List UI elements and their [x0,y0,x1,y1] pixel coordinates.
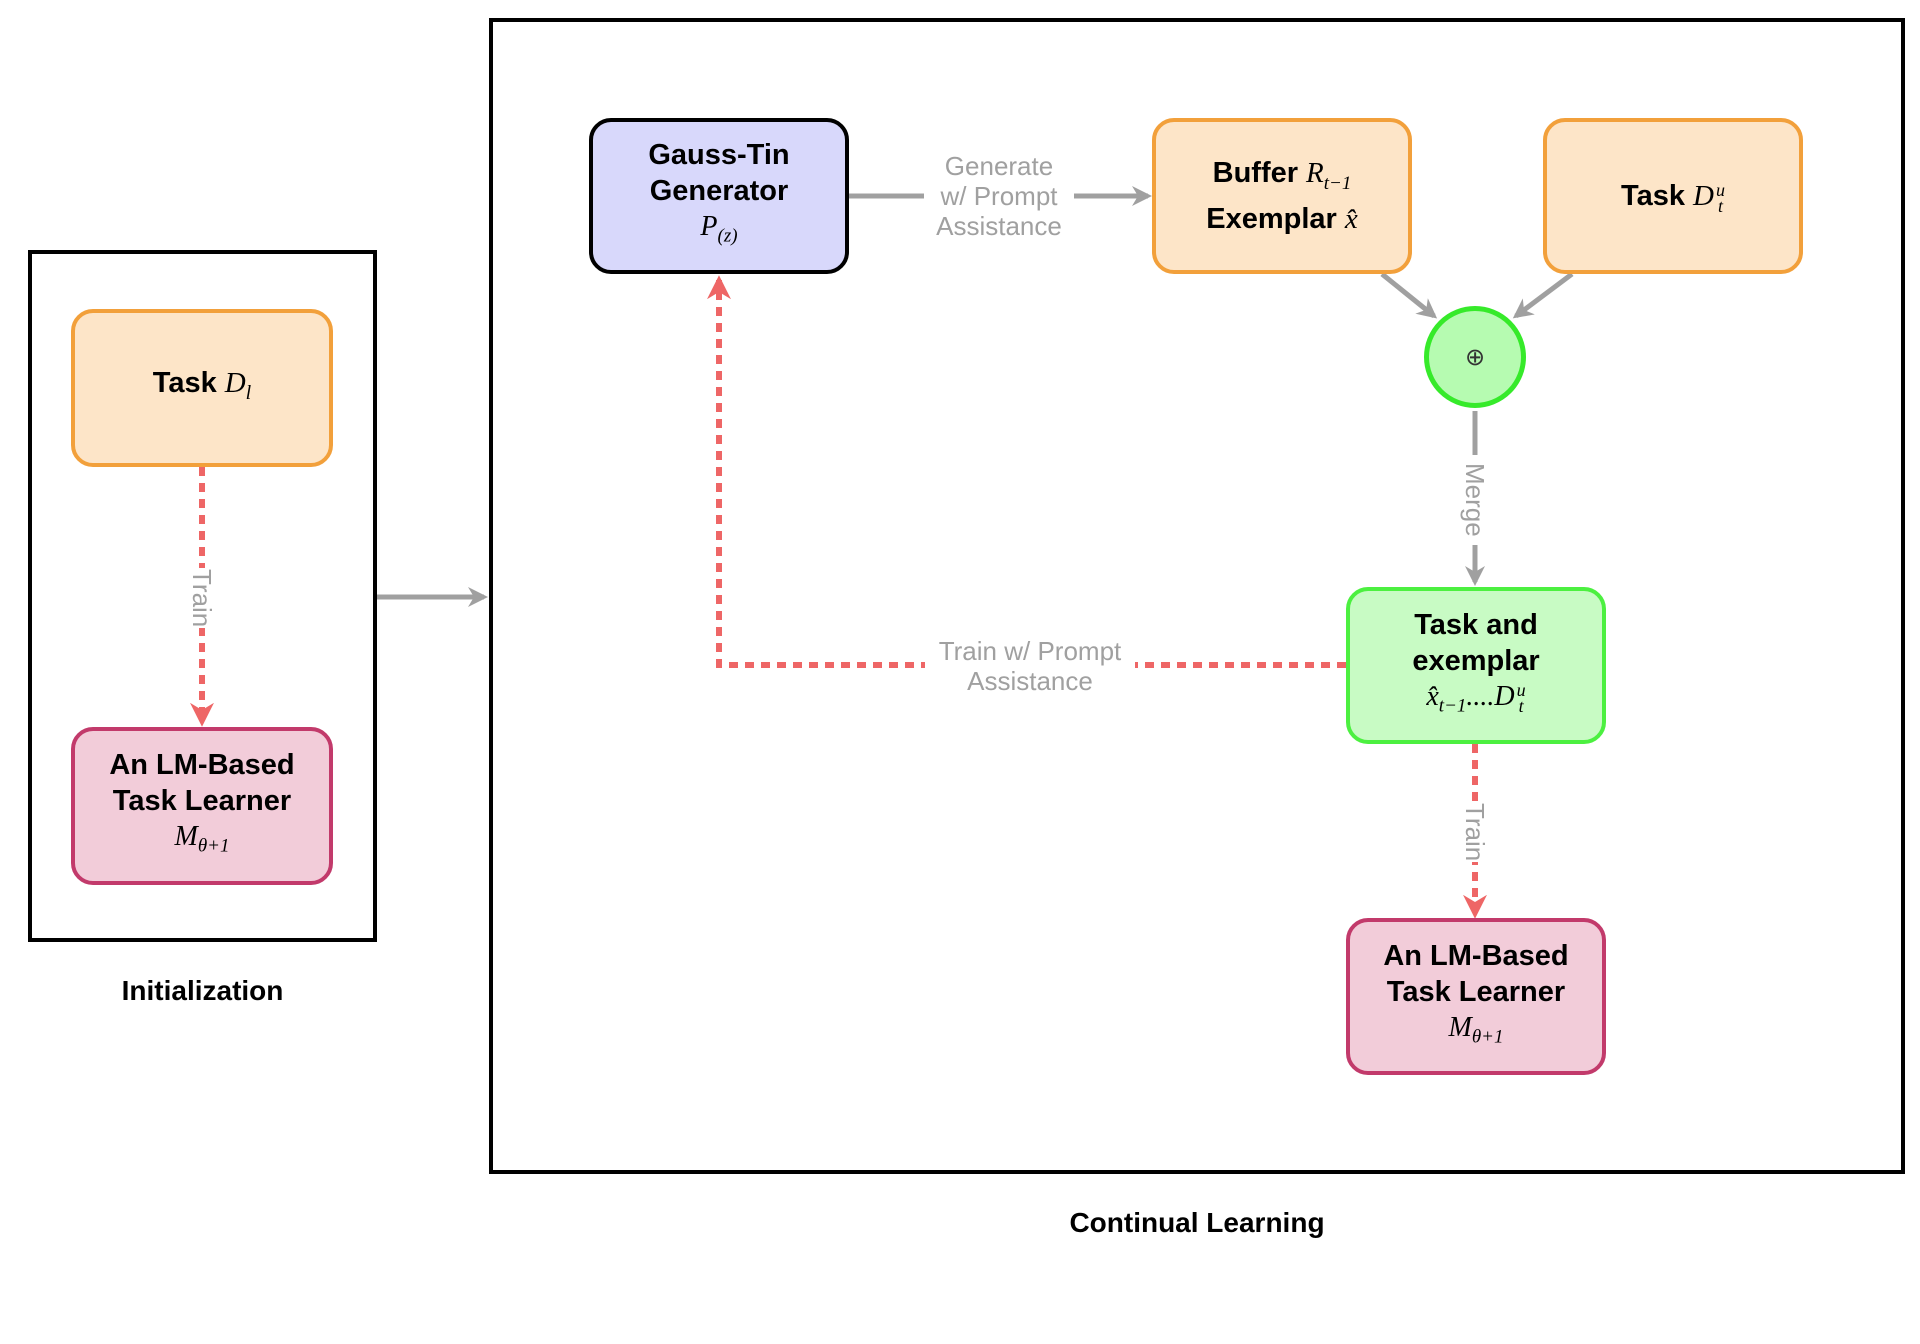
generator-math: P(z) [700,211,738,247]
merge-label: Merge [1455,455,1495,545]
train-prompt-label-line1: Train w/ Prompt [938,636,1122,666]
initialization-frame [28,250,377,942]
init-learner-line2: Task Learner [112,785,292,818]
continual-learner-math: Mθ+1 [1448,1011,1504,1048]
exemplar-math: x̂ [1344,203,1358,236]
init-train-label: Train [182,568,222,628]
train-prompt-label-line2: Assistance [967,666,1093,696]
init-learner-node: An LM-Based Task Learner Mθ+1 [71,727,333,885]
initialization-caption: Initialization [121,975,284,1006]
init-learner-line1: An LM-Based [109,749,295,782]
task-to-merge-edge [1512,272,1574,319]
continual-learning-caption: Continual Learning [1069,1207,1325,1238]
continual-task-label: Task [1621,179,1685,212]
init-task-math: Dl [224,367,252,404]
exemplar-label: Exemplar [1206,203,1337,236]
generate-label-line2: w/ Prompt [940,181,1058,211]
generate-label: Generate w/ Prompt Assistance [924,151,1074,241]
continual-train-label: Train [1455,802,1495,862]
continual-learning-frame [489,18,1905,1174]
generator-node: Gauss-Tin Generator P(z) [589,118,849,274]
buffer-label: Buffer [1212,156,1299,189]
buffer-to-merge-edge [1380,272,1438,319]
generate-label-line3: Assistance [936,211,1062,241]
continual-learner-node: An LM-Based Task Learner Mθ+1 [1346,918,1606,1075]
init-task-label: Task [152,367,217,400]
generator-line1: Gauss-Tin [648,139,790,172]
buffer-math: Rt−1 [1306,156,1352,194]
merged-line1: Task and [1414,608,1538,641]
train-prompt-edge [707,275,1346,668]
continual-learner-line1: An LM-Based [1383,939,1569,972]
merged-line2: exemplar [1412,644,1540,677]
continual-learner-line2: Task Learner [1386,975,1566,1008]
generator-line2: Generator [649,175,789,208]
train-prompt-label: Train w/ Prompt Assistance [925,636,1135,696]
merge-circle: ⊕ [1424,306,1526,408]
init-learner-math: Mθ+1 [174,821,230,857]
generate-label-line1: Generate [944,151,1054,181]
